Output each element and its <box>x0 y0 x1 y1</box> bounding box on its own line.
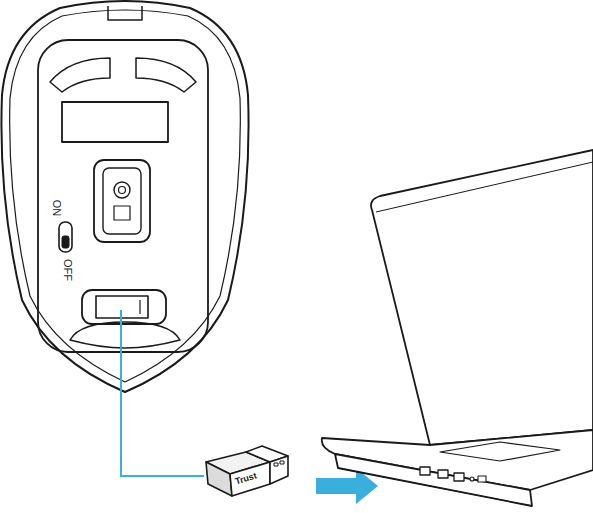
sensor-led <box>114 206 130 220</box>
mouse-notch <box>108 6 142 20</box>
optical-sensor <box>94 160 150 242</box>
mouse-foot <box>136 58 196 92</box>
mouse-rim <box>10 10 241 382</box>
usb-receiver <box>206 446 288 496</box>
mouse-body <box>1 1 248 392</box>
switch-label: OFF <box>62 259 73 281</box>
optical-sensor-inner <box>103 168 141 234</box>
receiver-slot <box>82 290 166 324</box>
mouse-foot <box>50 58 110 92</box>
power-switch <box>59 222 72 252</box>
switch-label: ON <box>51 200 62 217</box>
switch-knob <box>62 236 69 248</box>
laptop <box>322 150 593 506</box>
mouse-window <box>62 102 168 142</box>
leader-line <box>121 310 204 476</box>
mouse-foot <box>70 322 180 348</box>
mouse-panel <box>38 40 208 352</box>
slot-detail <box>139 300 140 314</box>
sensor-lens <box>114 182 130 198</box>
sensor-lens-core <box>119 187 126 194</box>
